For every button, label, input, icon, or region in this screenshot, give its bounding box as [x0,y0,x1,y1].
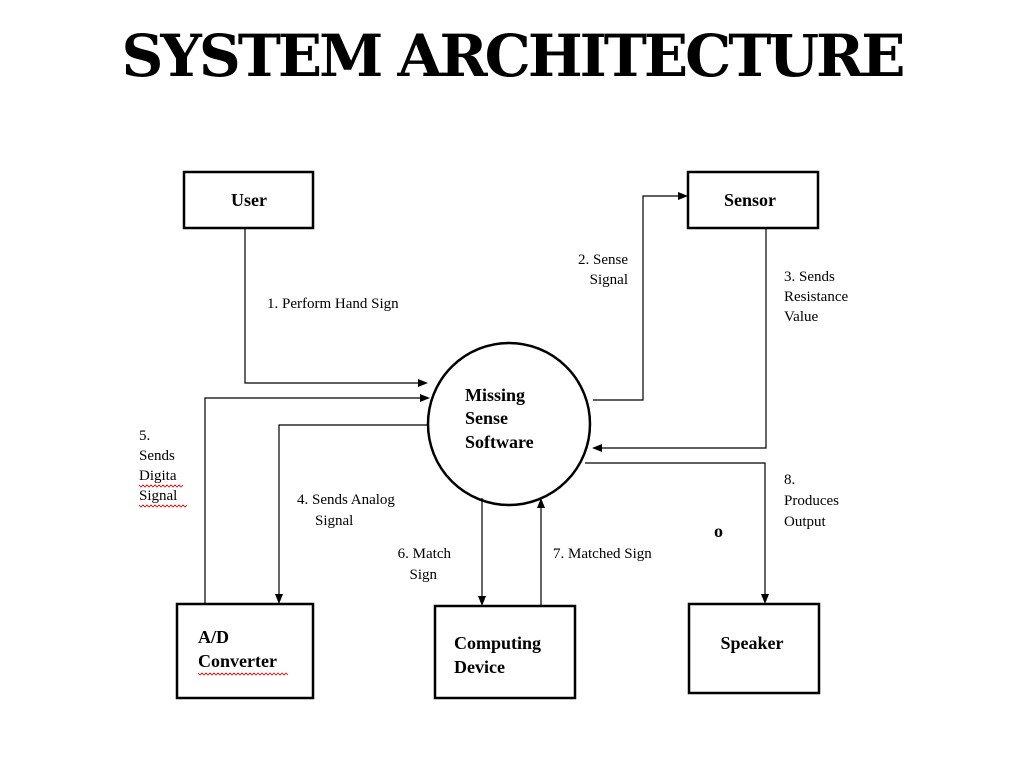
flow-1-arrowhead [418,379,428,387]
flow-8-label-line-1: 8. [784,472,795,488]
flow-4-arrow [278,424,428,594]
flow-6-label-line-1: 6. Match [398,546,452,562]
flow-3-label-line-1: 3. Sends [784,269,835,285]
flow-5-label-line-4: Signal [139,488,177,504]
missing-sense-software-node [426,341,592,507]
flow-6-label-line-2: Sign [409,567,437,583]
sensor-box [686,170,820,230]
spellcheck-underline [138,504,188,508]
speaker-label: Speaker [721,633,784,653]
flow-6-arrowhead [478,596,486,606]
flow-8-arrow [585,462,766,594]
stray-mark: o [714,521,723,541]
software-label-line-3: Software [465,432,534,452]
spellcheck-underline [197,672,289,676]
flow-1-label: 1. Perform Hand Sign [267,296,399,312]
user-label: User [231,190,267,210]
sensor-label: Sensor [724,190,776,210]
speaker-box [687,602,821,695]
software-label-line-1: Missing [465,385,525,405]
flow-3-arrow [602,229,767,449]
flow-8-arrowhead [761,594,769,604]
flow-4-arrowhead [275,594,283,604]
flow-3-label-line-3: Value [784,309,818,325]
flow-1-arrow [244,229,418,384]
flow-3-label-line-2: Resistance [784,289,848,305]
flow-5-arrow [204,397,420,604]
flow-2-arrowhead [678,192,688,200]
flow-2-label-line-2: Signal [590,272,628,288]
software-label-line-2: Sense [465,408,508,428]
page-title: SYSTEM ARCHITECTURE [121,22,906,90]
flow-7-label: 7. Matched Sign [553,546,652,562]
flow-2-label-line-1: 2. Sense [578,252,628,268]
flow-5-label-line-2: Sends [139,448,175,464]
user-box [182,170,315,230]
flow-5-label-line-3: Digita [139,468,177,484]
computing-device-box [433,604,577,700]
computing-device-label-line-2: Device [454,657,505,677]
flow-5-arrowhead [420,394,430,402]
ad-converter-box [175,602,315,700]
computing-device-label-line-1: Computing [454,633,541,653]
flow-2-arrow [593,195,678,401]
flow-4-label-line-1: 4. Sends Analog [297,492,395,508]
ad-converter-label-line-2: Converter [198,651,277,671]
flow-5-label-line-1: 5. [139,428,150,444]
flow-3-arrowhead [592,444,602,452]
ad-converter-label-line-1: A/D [198,627,229,647]
flow-7-arrowhead [537,498,545,508]
flow-8-label-line-2: Produces [784,493,839,509]
flow-8-label-line-3: Output [784,514,827,530]
spellcheck-underline [138,484,184,488]
flow-4-label-line-2: Signal [315,513,353,529]
